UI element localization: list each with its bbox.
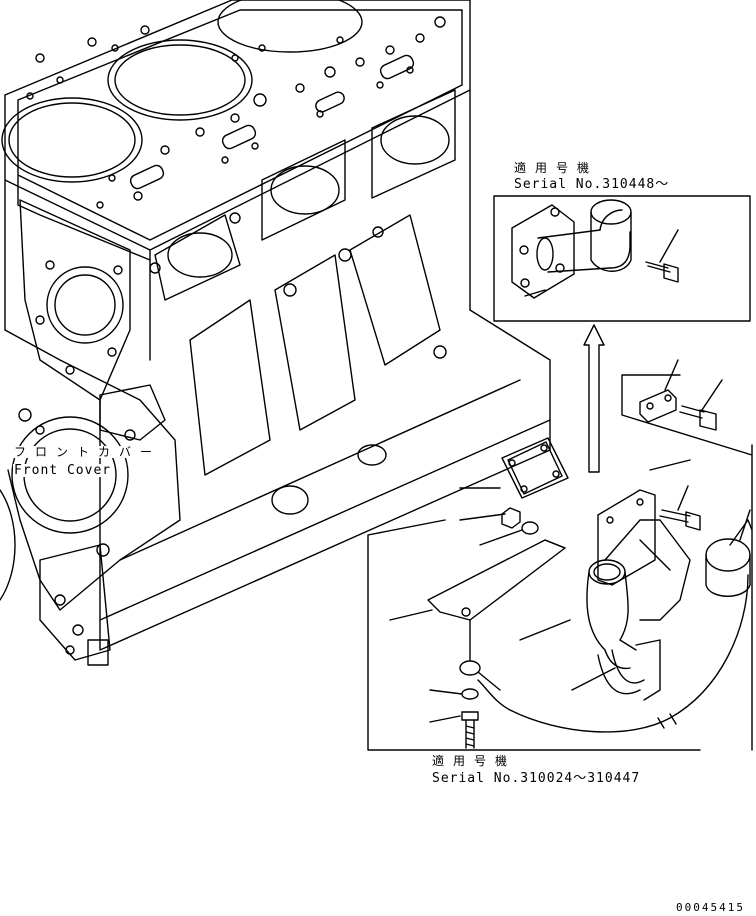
filler-cap xyxy=(705,538,751,572)
liner-window-2 xyxy=(261,139,346,241)
front-cover-jp-label: フロントカバー xyxy=(13,445,163,459)
lower-serial-label: Serial No.310024～310447 xyxy=(432,771,641,786)
drawing-number: 00045415 xyxy=(676,901,745,914)
upper-inset-frame xyxy=(493,195,751,322)
front-cover-ring xyxy=(11,416,129,534)
side-cover-2 xyxy=(274,254,356,431)
pipe-flange xyxy=(597,489,656,586)
lower-bolt-head xyxy=(461,711,479,721)
liner-window-1 xyxy=(154,214,241,301)
lower-leaders xyxy=(389,359,751,723)
lower-washer xyxy=(461,688,479,700)
gasket xyxy=(501,437,569,499)
ring-terminal xyxy=(459,660,481,676)
liner-window-3 xyxy=(371,89,456,199)
engine-block xyxy=(0,0,551,666)
upper-serial-label: Serial No.310448～ xyxy=(514,177,670,192)
cable xyxy=(477,574,749,733)
cylinder-bore-1 xyxy=(1,97,143,183)
breather-hose xyxy=(597,649,645,695)
elbow-flange xyxy=(511,204,575,299)
plate xyxy=(639,389,677,423)
cylinder-bore-2 xyxy=(107,39,253,121)
cylinder-bore-3 xyxy=(217,0,363,53)
lower-assembly xyxy=(367,359,753,751)
up-arrow-icon xyxy=(583,324,605,473)
upper-bolt xyxy=(645,261,671,273)
elbow-cap-top xyxy=(590,199,632,225)
front-cover-en-label: Front Cover xyxy=(13,463,113,478)
washer xyxy=(521,521,539,535)
upper-inset-leaders xyxy=(524,229,679,297)
lower-applicable-label: 適用号機 xyxy=(432,754,517,768)
nut xyxy=(501,507,521,529)
upper-applicable-label: 適用号機 xyxy=(514,161,599,175)
upper-inset xyxy=(493,195,751,322)
side-cover-1 xyxy=(189,299,271,476)
side-cover-3 xyxy=(349,214,441,366)
bracket xyxy=(427,539,566,621)
